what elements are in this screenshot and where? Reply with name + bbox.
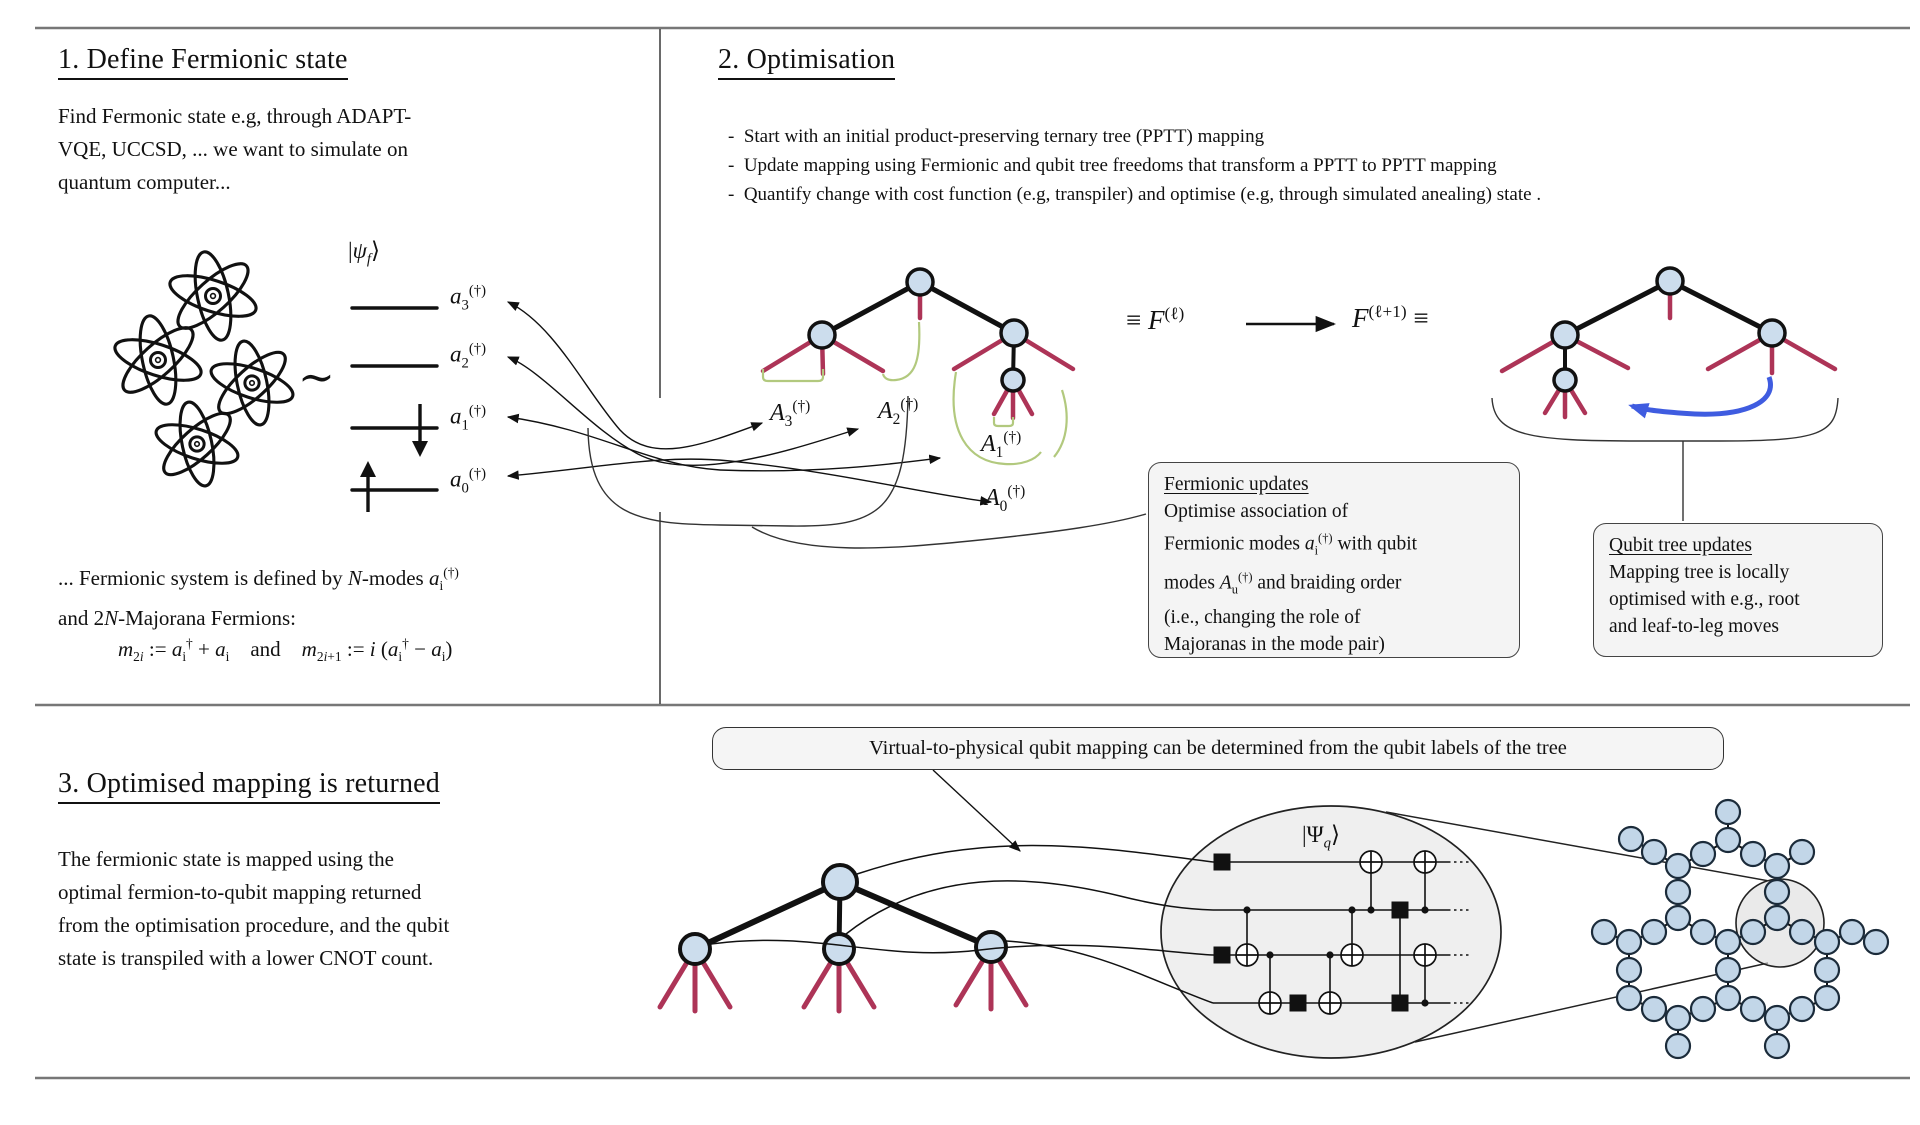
qubit-state-ket: |Ψq⟩ [1302,822,1340,852]
f-current-label: ≡ F(ℓ) [1126,304,1185,335]
panel1-system-text: ... Fermionic system is defined by N-mod… [58,565,459,631]
qubit-tree-updates-title: Qubit tree updates [1609,535,1752,556]
panel1-intro: Find Fermonic state e.g, through ADAPT-V… [58,104,412,194]
qubit-mode-label-A2: A2(†) [878,396,919,428]
quantum-circuit [1213,850,1472,1015]
tree-underbraces [587,395,1839,549]
mode-grouping-brackets [761,321,1068,466]
spin-down-arrow-icon [412,404,428,457]
mode-label-a1: a1(†) [450,403,487,434]
f-next-label: F(ℓ+1) ≡ [1352,302,1429,333]
qubit-move-arrow [1628,376,1773,419]
mapping-banner: Virtual-to-physical qubit mapping can be… [712,727,1724,770]
magnifier-callout-lines [1385,811,1787,1043]
hex-lattice [1590,798,1890,1060]
panel2-bullets: - Start with an initial product-preservi… [728,126,1542,205]
mode-label-a2: a2(†) [450,341,487,372]
section-dividers [35,26,1910,1080]
qubit-tree-updates-box: Qubit tree updates Mapping tree is local… [1593,523,1883,657]
qubit-mode-label-A1: A1(†) [981,429,1022,461]
tree-to-circuit-wires [710,844,1214,1004]
panel1-heading: 1. Define Fermionic state [58,44,348,80]
fermionic-state-ket: |ψf⟩ [348,238,380,268]
pptt-tree-updated [1499,266,1838,420]
mode-label-a0: a0(†) [450,466,487,497]
energy-levels [350,306,439,492]
qubit-mode-label-A0: A0(†) [985,483,1026,515]
panel2-heading: 2. Optimisation [718,44,896,80]
pptt-tree-current [760,267,1076,421]
banner-pointer-arrow [932,769,1021,852]
qubit-mode-label-A3: A3(†) [770,398,811,430]
panel3-heading: 3. Optimised mapping is returned [58,768,441,804]
mode-association-arrows [506,301,993,506]
mode-label-a3: a3(†) [450,283,487,314]
spin-up-arrow-icon [360,461,376,512]
atoms-illustration [113,250,295,488]
mapped-tree [657,863,1029,1014]
tilde-symbol: ∼ [298,353,335,402]
fermionic-updates-box: Fermionic updates Optimise association o… [1148,462,1520,658]
majorana-formula: m2i := ai† + ai and m2i+1 := i (ai† − ai… [118,636,453,665]
fermionic-updates-title: Fermionic updates [1164,474,1309,495]
